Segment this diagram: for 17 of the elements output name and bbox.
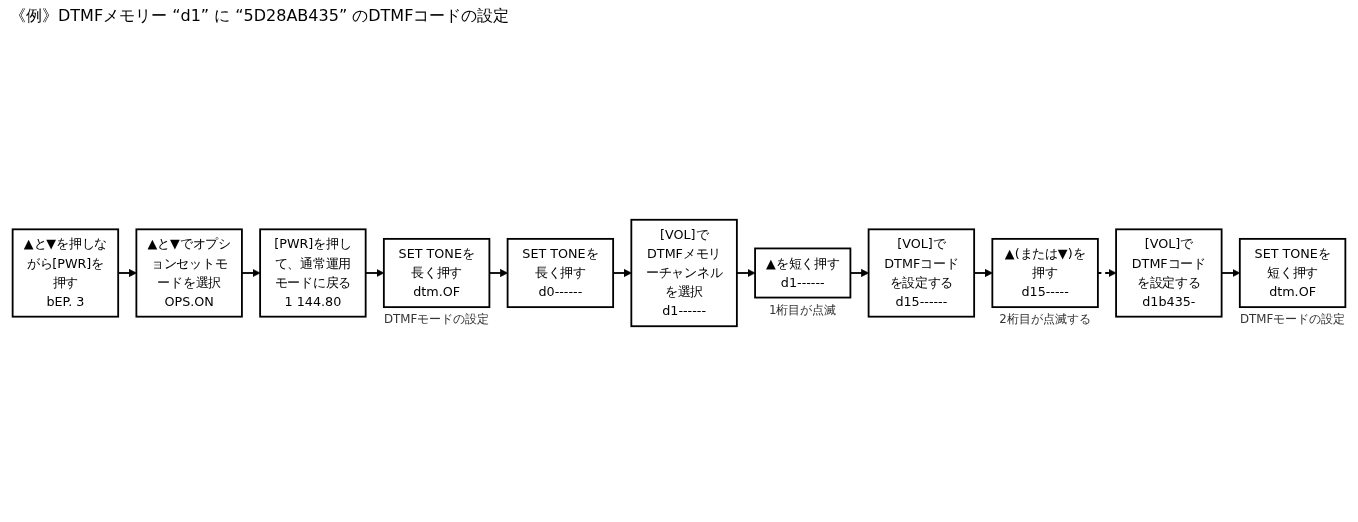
node-caption: 2桁目が点滅する xyxy=(999,312,1091,327)
node-box: [VOL]でDTMFコードを設定する d15------ xyxy=(867,228,976,318)
node-box: ▲と▼でオプションセットモードを選択 OPS.ON xyxy=(135,228,243,318)
arrow xyxy=(241,269,261,277)
node-box: [PWR]を押して、通常運用モードに戻る 1 144.80 xyxy=(259,228,367,318)
node-box: [VOL]でDTMFコードを設定する d1b435- xyxy=(1115,228,1223,318)
node-box: SET TONEを長く押す d0------ xyxy=(506,237,615,309)
node-box: ▲と▼を押しながら[PWR]を押す bEP. 3 xyxy=(11,228,120,318)
node-caption: DTMFモードの設定 xyxy=(383,312,490,327)
node-box: SET TONEを短く押す dtm.OF xyxy=(1238,237,1347,309)
node-box: ▲(または▼)を押す d15----- xyxy=(991,237,1099,309)
node-box: SET TONEを長く押す dtm.OF xyxy=(382,237,491,309)
node-box: ▲を短く押す d1------ xyxy=(754,247,852,299)
node-caption: DTMFモードの設定 xyxy=(1239,312,1346,327)
node-box: [VOL]でDTMFメモリーチャンネルを選択 d1------ xyxy=(630,218,738,328)
diagram-title: 《例》DTMFメモリー “d1” に “5D28AB435” のDTMFコードの設定 xyxy=(9,5,511,27)
node-caption: 1桁目が点滅 xyxy=(769,302,837,317)
